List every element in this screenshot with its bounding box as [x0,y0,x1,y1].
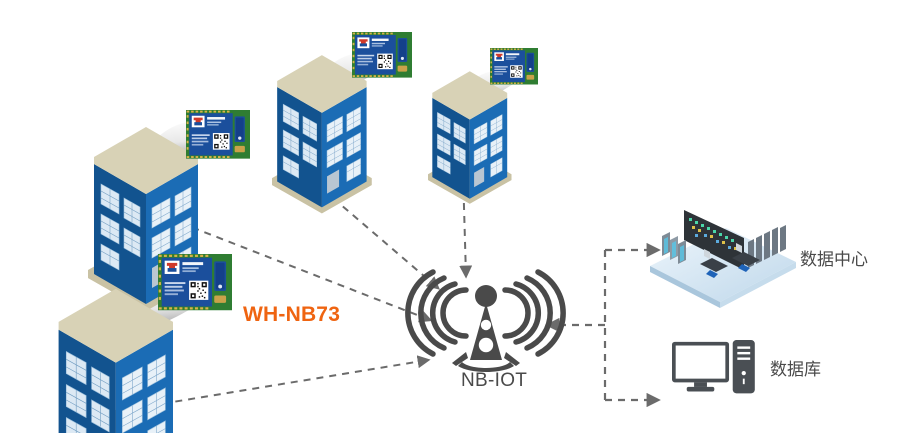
link-building1-to-tower [167,217,433,323]
module-top-right [490,48,538,85]
building-top-right [427,70,512,205]
product-label-wh-nb73: WH-NB73 [243,303,341,326]
module-top-left [186,110,250,159]
database-icon [672,340,755,394]
data-center-label: 数据中心 [800,250,868,269]
link-group-uplinks [123,137,473,411]
module-top-mid [352,32,412,78]
module-bottom-left [158,254,232,311]
link-group-backhaul [545,242,661,408]
nb-iot-tower-label: NB-IOT [461,370,528,391]
nb-iot-tower-icon [405,269,566,372]
database-label: 数据库 [770,360,821,379]
link-building3-to-tower [459,137,473,279]
data-center-icon [650,210,796,308]
link-building2-to-tower [332,197,440,290]
building-top-mid [271,54,373,214]
